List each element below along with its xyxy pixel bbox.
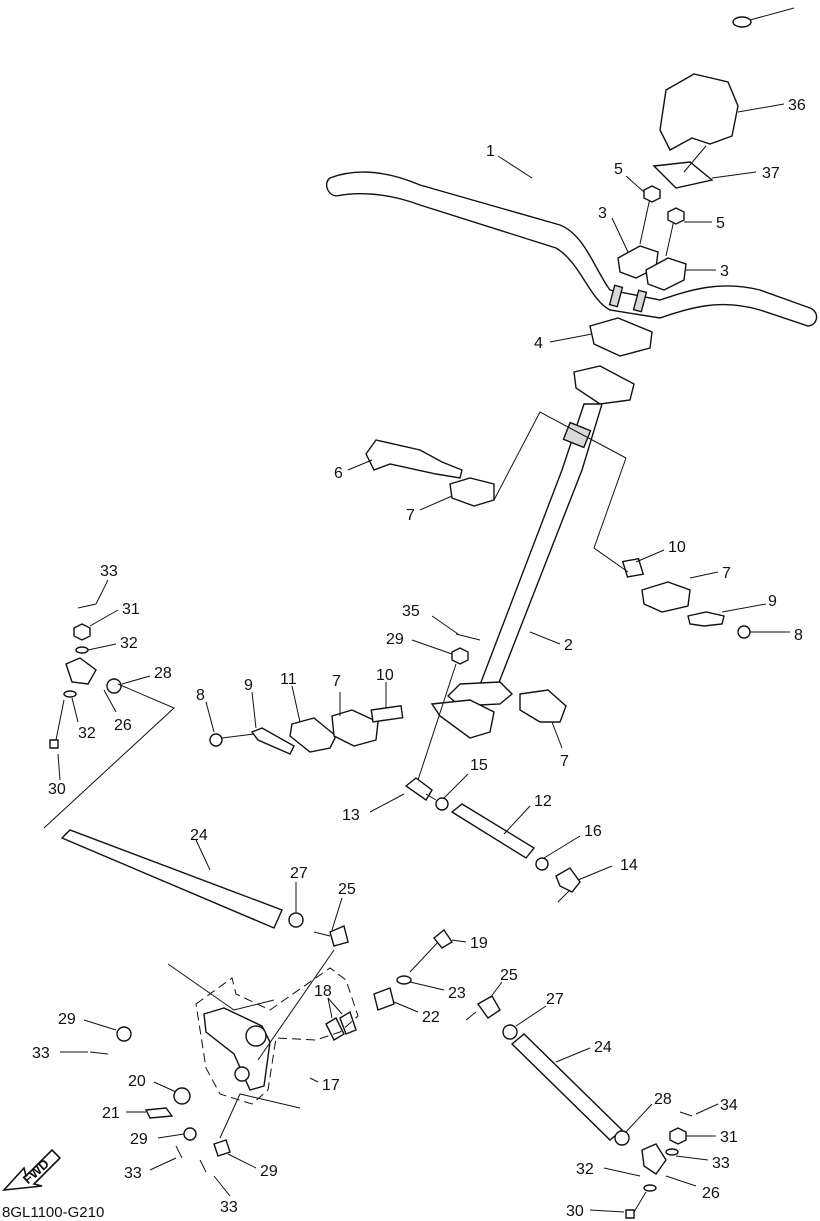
callout-29: 29	[386, 631, 404, 648]
callout-7: 7	[722, 565, 731, 582]
callout-14: 14	[620, 857, 638, 874]
handlebar	[325, 171, 818, 327]
callout-22: 22	[422, 1009, 440, 1026]
callout-34: 35	[402, 603, 420, 620]
callout-6: 6	[334, 465, 343, 482]
callout-28: 28	[154, 665, 172, 682]
callout-4: 4	[534, 335, 543, 352]
callout-33: 33	[100, 563, 118, 580]
callout-28: 28	[654, 1091, 672, 1108]
callout-10: 10	[668, 539, 686, 556]
callout-29: 29	[58, 1011, 76, 1028]
callout-7: 7	[406, 507, 415, 524]
callout-19: 19	[470, 935, 488, 952]
callout-8: 8	[794, 627, 803, 644]
callout-1: 1	[486, 143, 495, 160]
callout-3: 3	[720, 263, 729, 280]
callout-32: 32	[576, 1161, 594, 1178]
callout-30: 30	[48, 781, 66, 798]
steering-column	[430, 403, 603, 739]
callout-29: 29	[130, 1131, 148, 1148]
callout-26: 26	[114, 717, 132, 734]
callout-5: 5	[614, 161, 623, 178]
callout-25: 25	[338, 881, 356, 898]
center-linkage	[404, 633, 481, 811]
callout-24: 24	[190, 827, 208, 844]
callout-17: 17	[322, 1077, 340, 1094]
callout-18: 18	[314, 983, 332, 1000]
callout-29: 29	[260, 1163, 278, 1180]
rod-12-assembly	[450, 803, 581, 903]
callout-33: 33	[124, 1165, 142, 1182]
callout-33: 33	[220, 1199, 238, 1216]
callout-15: 15	[470, 757, 488, 774]
callout-8: 8	[196, 687, 205, 704]
upper-clamps	[617, 185, 687, 291]
callout-13: 13	[342, 807, 360, 824]
callout-35: 36	[788, 97, 806, 114]
callout-12: 12	[534, 793, 552, 810]
callout-31: 31	[122, 601, 140, 618]
callout-11: 11	[280, 671, 297, 688]
left-tie-rod-end	[49, 603, 122, 749]
callout-10: 10	[376, 667, 394, 684]
callout-36: 37	[762, 165, 780, 182]
handlebar-cover	[652, 16, 752, 189]
callout-7: 7	[332, 673, 341, 690]
column-holder	[573, 317, 653, 405]
lower-left-hardware	[89, 1026, 301, 1173]
tie-rod-upper	[43, 683, 349, 947]
upper-left-linkage	[365, 411, 627, 507]
callout-3: 3	[598, 205, 607, 222]
right-linkage	[593, 457, 751, 639]
diagram-code: 8GL1100-G210	[2, 1204, 104, 1221]
callout-7: 7	[560, 753, 569, 770]
tie-rod-lower-right	[465, 995, 693, 1219]
callout-25: 25	[500, 967, 518, 984]
callout-20: 20	[128, 1073, 146, 1090]
fwd-arrow-icon: FWD	[1, 1148, 62, 1192]
callouts: 1 2 3 3 4 5 5 6 7 7 7 7 8 8 9 9 10 10	[32, 7, 806, 1220]
callout-30: 30	[566, 1203, 584, 1220]
lower-arm-assembly	[167, 928, 453, 1105]
callout-31: 31	[720, 1129, 738, 1146]
callout-5: 5	[716, 215, 725, 232]
callout-32: 32	[120, 635, 138, 652]
callout-21: 21	[102, 1105, 120, 1122]
callout-27: 27	[546, 991, 564, 1008]
callout-33: 33	[32, 1045, 50, 1062]
callout-24: 24	[594, 1039, 612, 1056]
callout-16: 16	[584, 823, 602, 840]
callout-26: 26	[702, 1185, 720, 1202]
middle-left-linkage	[209, 705, 404, 755]
callout-23: 23	[448, 985, 466, 1002]
callout-33: 34	[720, 1097, 738, 1114]
callout-2: 2	[564, 637, 573, 654]
callout-27: 27	[290, 865, 308, 882]
callout-32: 32	[78, 725, 96, 742]
callout-32: 33	[712, 1155, 730, 1172]
callout-9: 9	[244, 677, 253, 694]
callout-9: 9	[768, 593, 777, 610]
